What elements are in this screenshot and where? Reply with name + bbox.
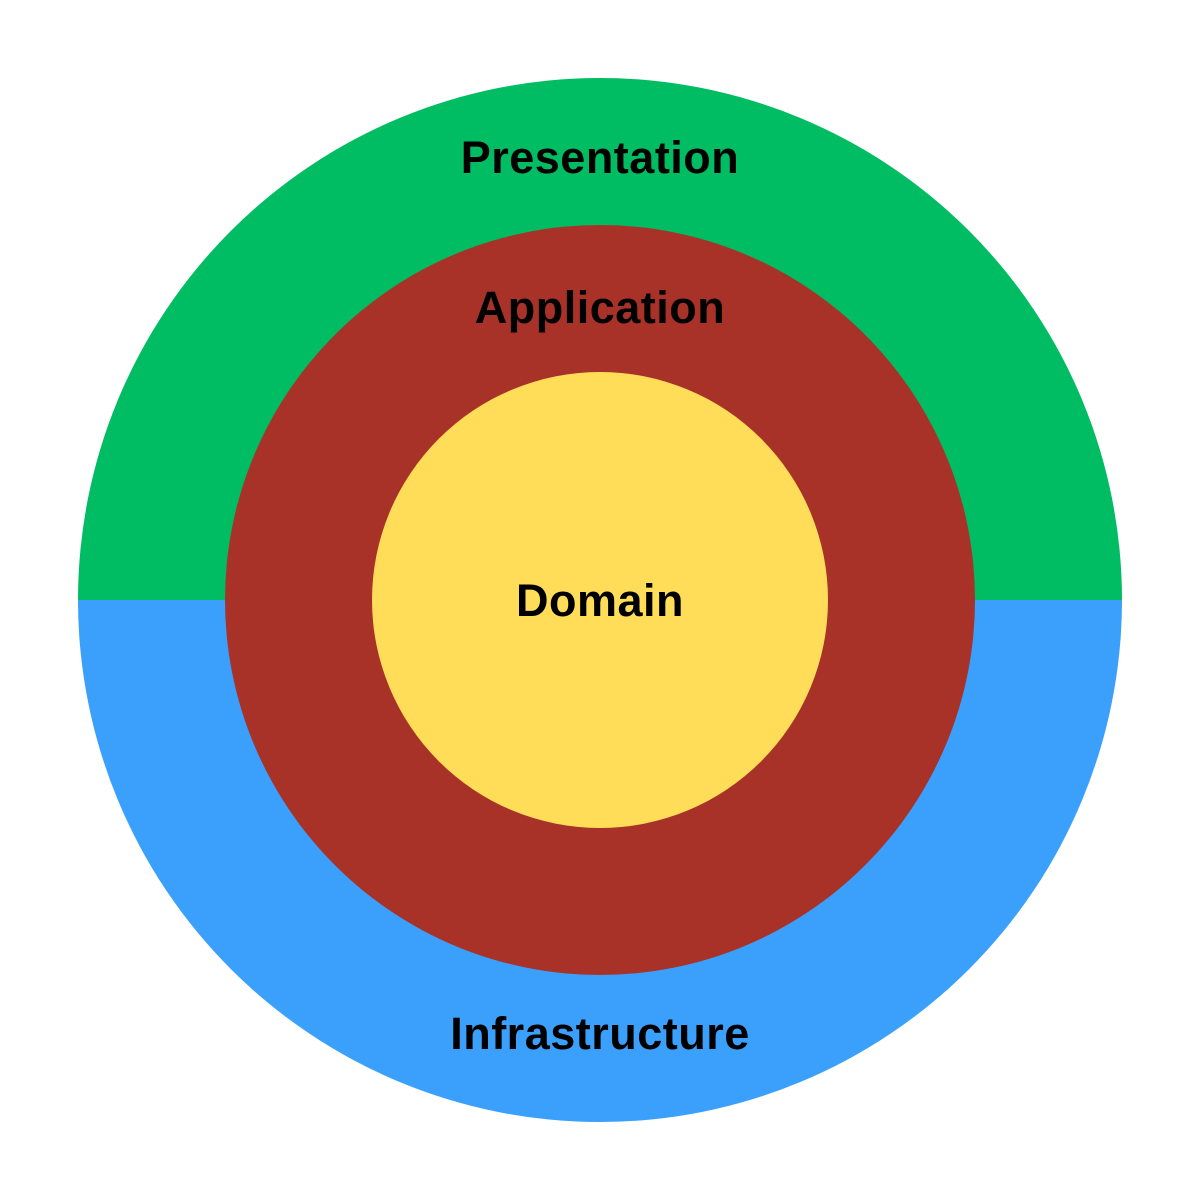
domain-layer-label: Domain [515, 575, 685, 626]
application-layer-label: Application [474, 282, 726, 333]
infrastructure-layer-label: Infrastructure [450, 1008, 750, 1059]
presentation-layer-label: Presentation [460, 132, 740, 183]
domain-layer-shape [372, 372, 828, 828]
